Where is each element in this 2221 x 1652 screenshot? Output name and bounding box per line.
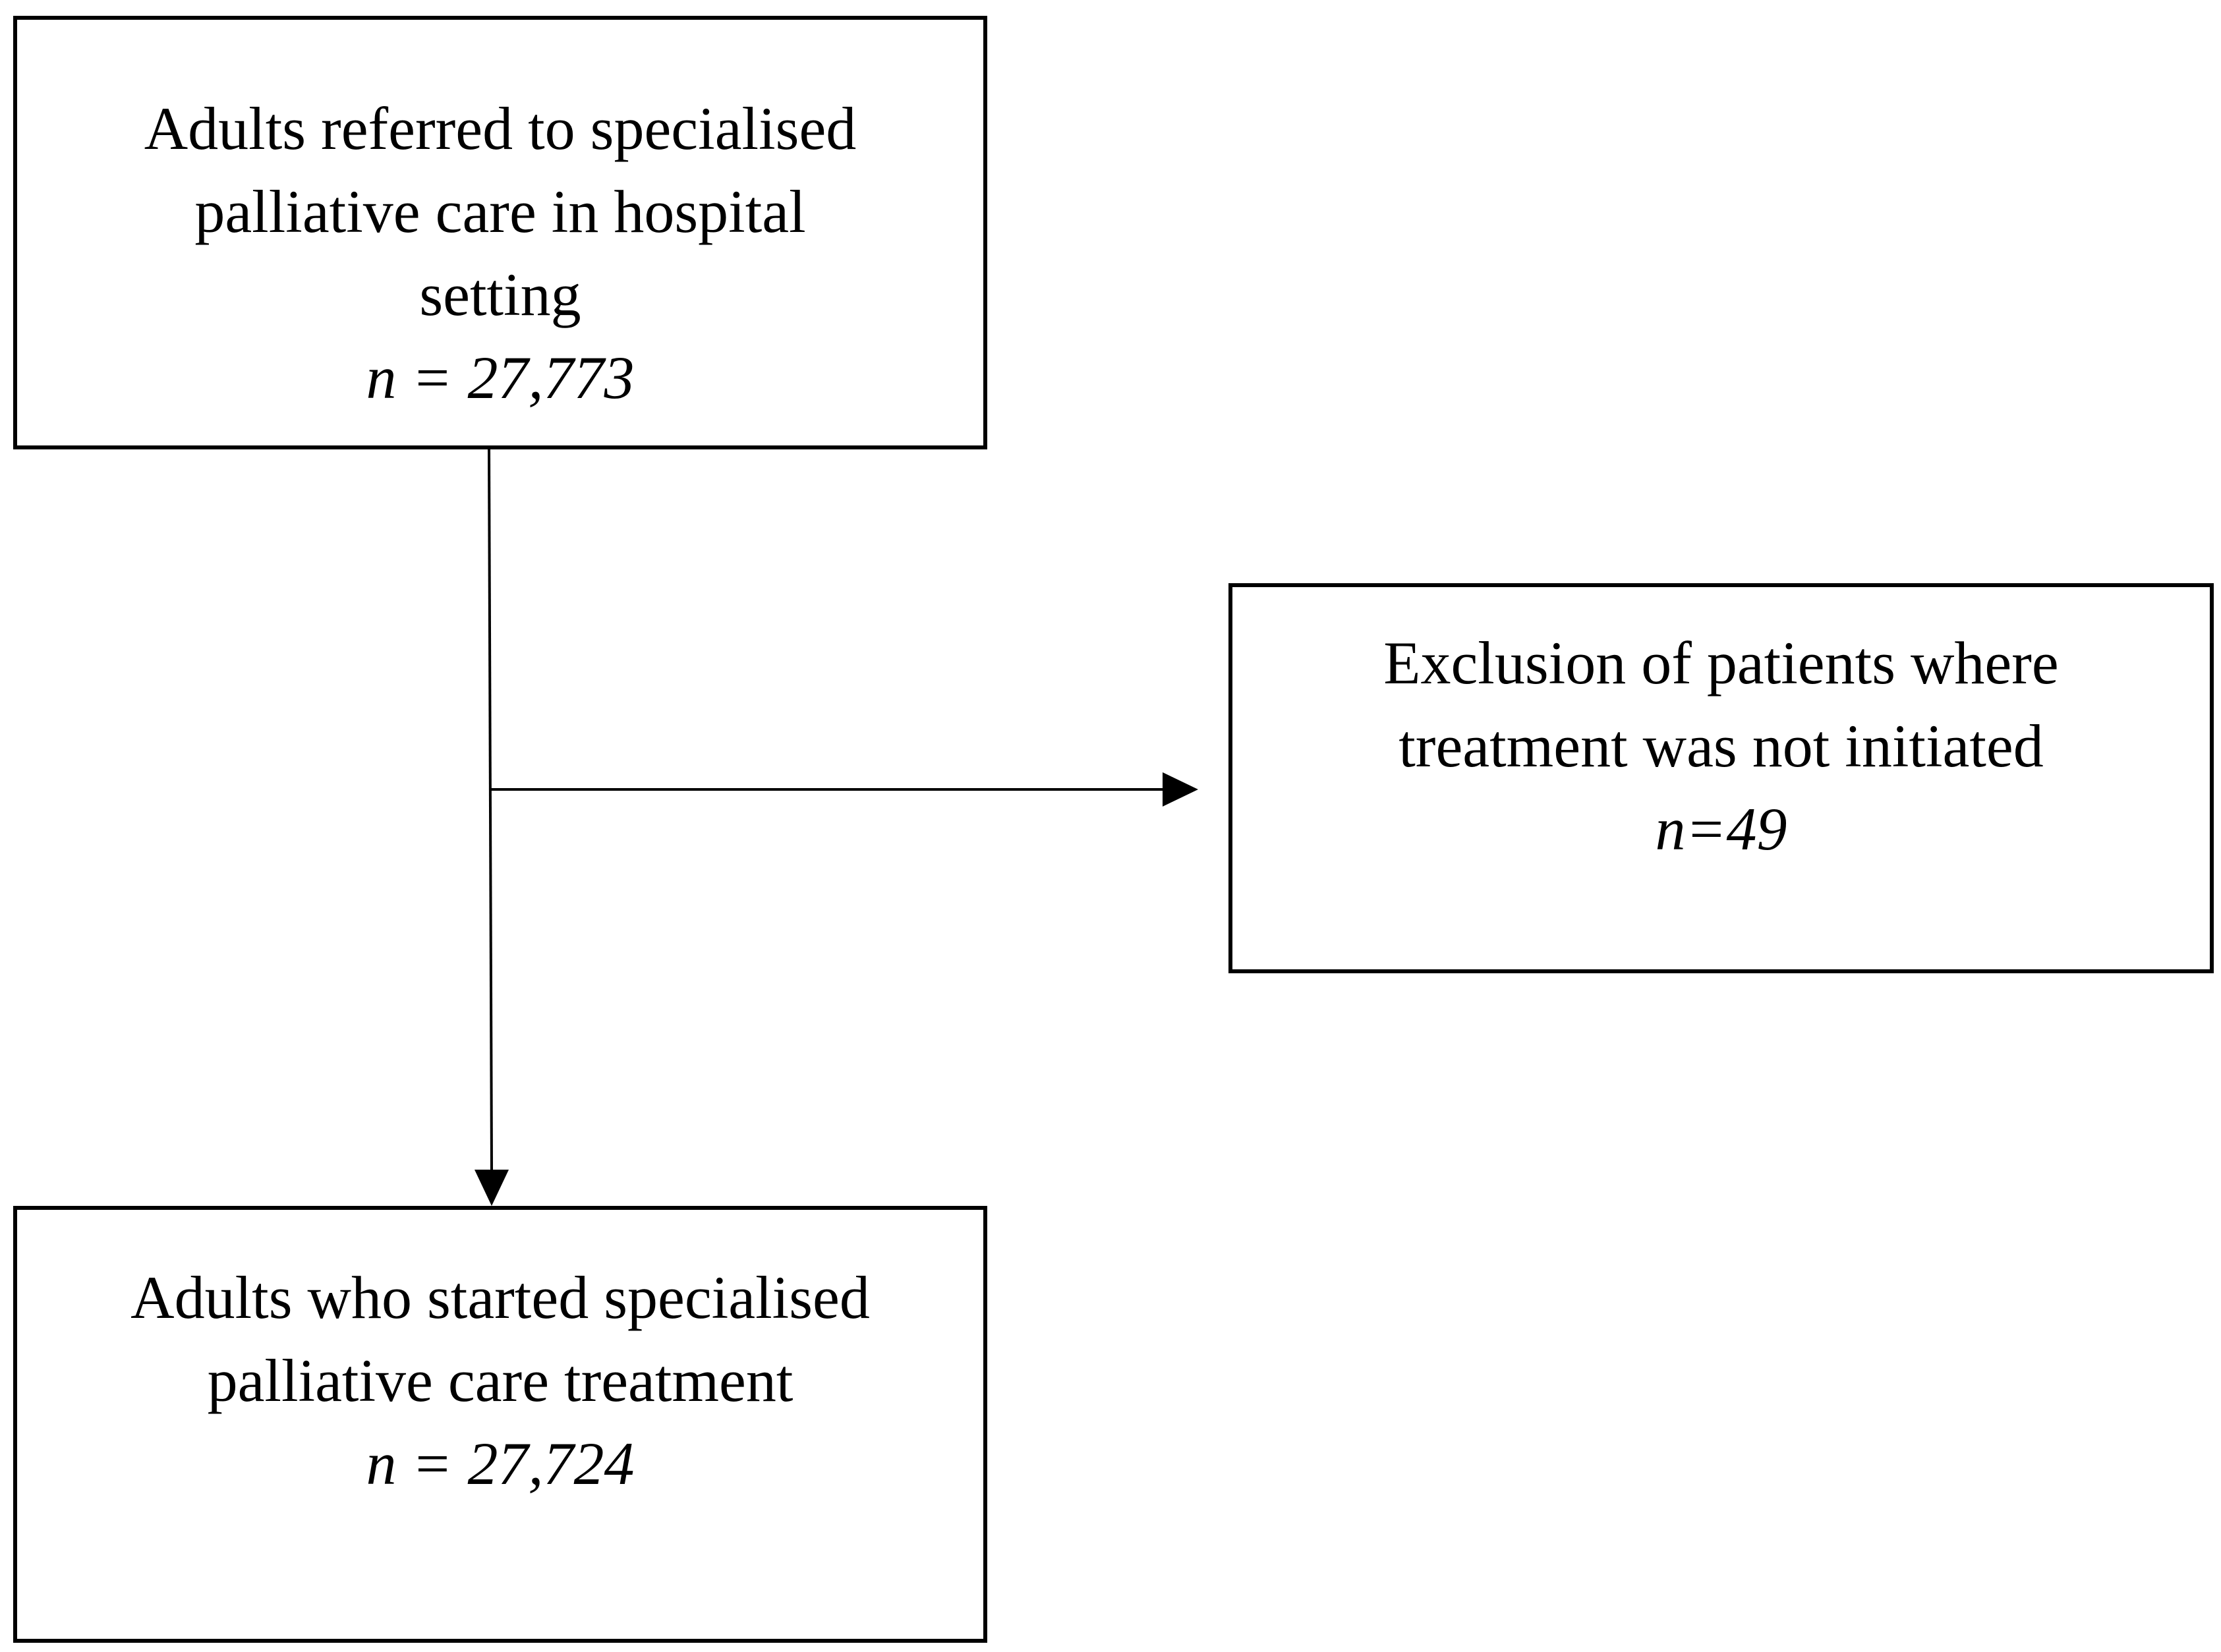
box-started-count: n = 27,724 <box>366 1430 635 1497</box>
arrowhead-right <box>1163 772 1198 807</box>
box-excluded-line-1: Exclusion of patients where <box>1383 629 2059 697</box>
main-flow-line <box>488 449 493 1170</box>
box-referred-count: n = 27,773 <box>366 344 635 411</box>
box-referred-adults: Adults referred to specialised palliativ… <box>13 16 987 449</box>
box-referred-line-3: setting <box>419 261 581 328</box>
arrowhead-down <box>475 1170 509 1206</box>
box-excluded-count: n=49 <box>1655 795 1787 863</box>
box-started-line-2: palliative care treatment <box>207 1347 793 1414</box>
box-referred-line-2: palliative care in hospital <box>194 178 806 245</box>
box-started-line-1: Adults who started specialised <box>130 1264 870 1331</box>
box-excluded-line-2: treatment was not initiated <box>1399 712 2044 780</box>
box-excluded-patients: Exclusion of patients where treatment wa… <box>1228 583 2214 973</box>
box-started-treatment: Adults who started specialised palliativ… <box>13 1206 987 1643</box>
box-referred-line-1: Adults referred to specialised <box>144 95 857 162</box>
